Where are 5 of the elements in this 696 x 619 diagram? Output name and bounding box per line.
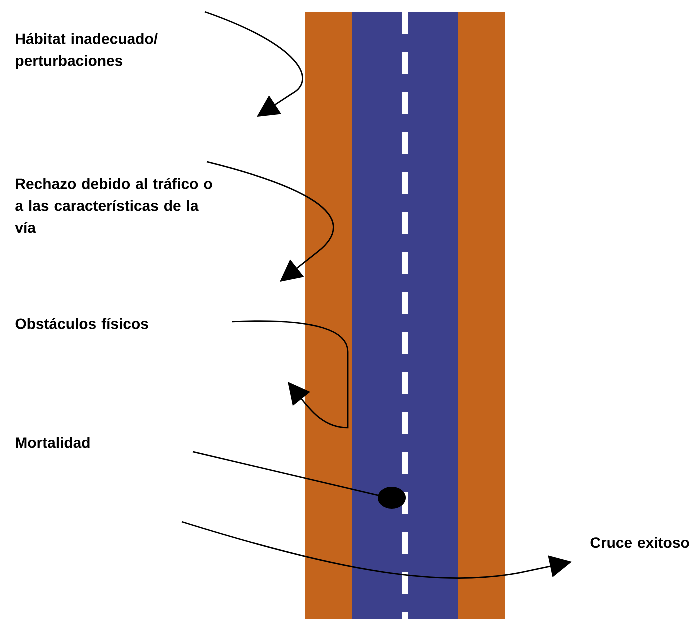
label: Cruce exitoso (590, 537, 690, 548)
label: Mortalidad (16, 437, 90, 448)
label: Rechazo debido al tráfico o a las características de la vía (15, 178, 212, 234)
label: Obstáculos físicos (16, 318, 148, 330)
label: Hábitat inadecuado/ perturbaciones (16, 33, 158, 70)
